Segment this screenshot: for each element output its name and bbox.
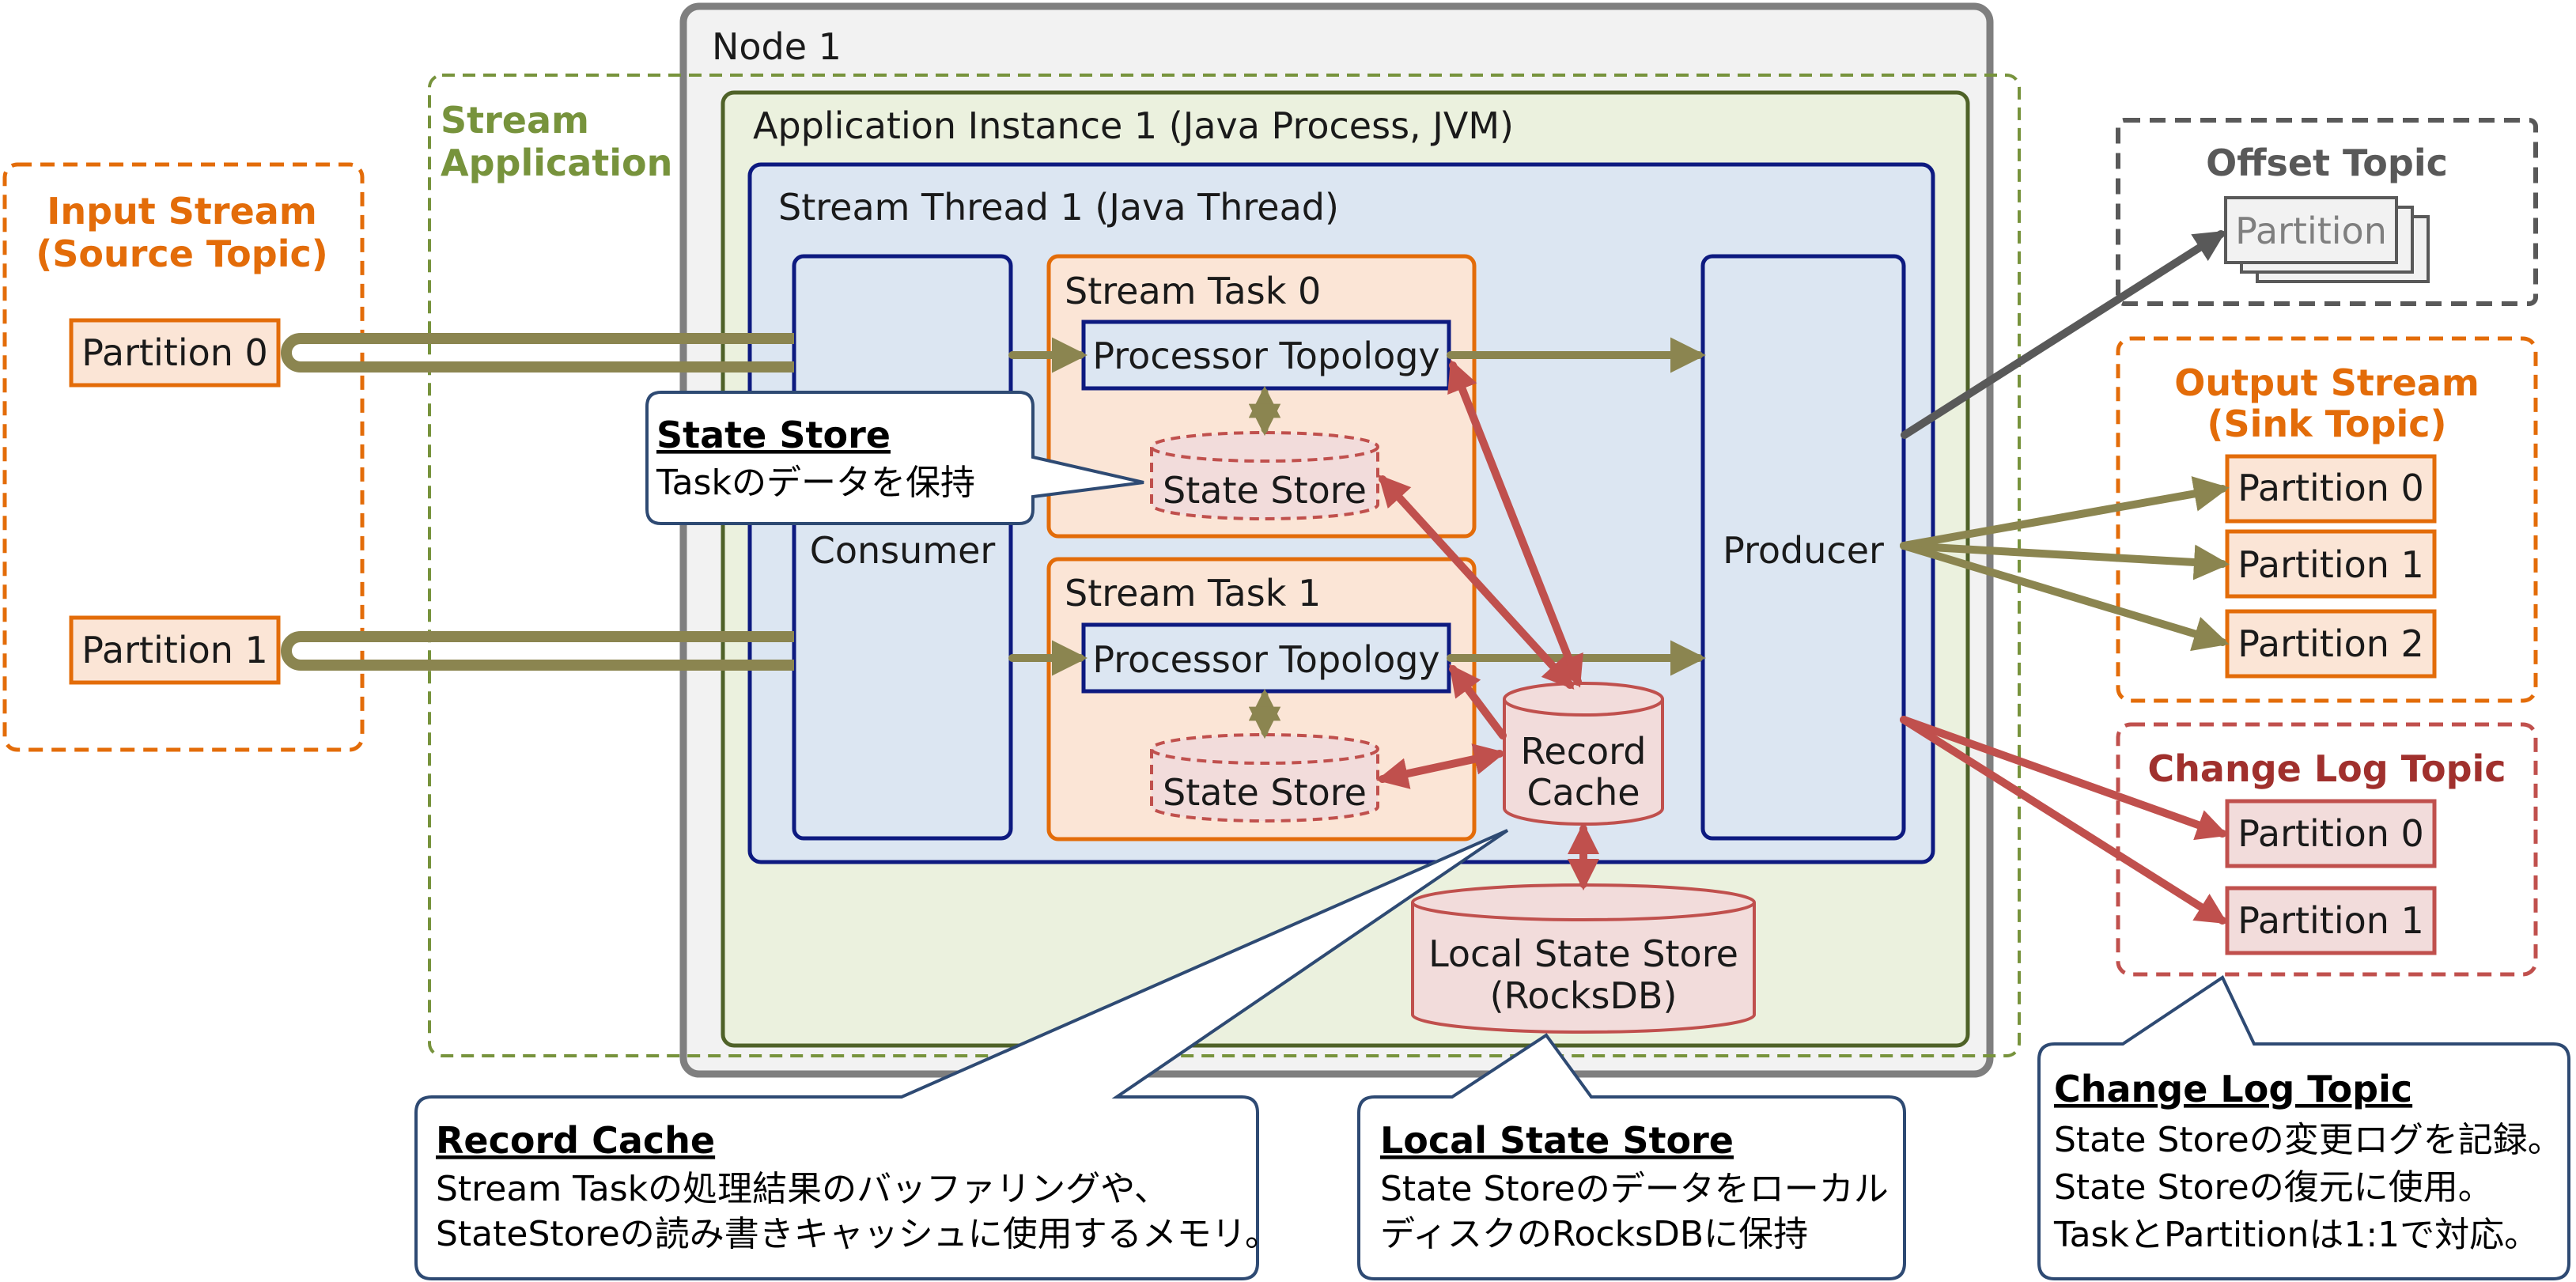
record-cache-label-1: Record	[1521, 730, 1647, 773]
input-stream-box	[2, 162, 365, 752]
state-store-1-cylinder: State Store	[1150, 733, 1379, 823]
state-store-callout-title: State Store	[656, 414, 891, 456]
producer-to-output-0-arrow	[1900, 476, 2230, 550]
changelog-callout-line-3: TaskとPartitionは1:1で対応。	[2053, 1215, 2539, 1255]
input-partition-0-connector	[281, 333, 794, 372]
changelog-partition-1	[2225, 886, 2437, 955]
local-state-store-label-1: Local State Store	[1428, 932, 1738, 975]
output-stream-title-1: Output Stream	[2174, 361, 2480, 404]
stream-application-label-2: Application	[441, 142, 672, 184]
producer-to-changelog-0-arrow	[1900, 716, 2229, 841]
offset-topic-box	[2116, 118, 2538, 306]
output-partition-0-label: Partition 0	[2237, 467, 2424, 509]
producer-label: Producer	[1723, 529, 1884, 572]
record-cache-callout-line-2: StateStoreの読み書きキャッシュに使用するメモリ。	[436, 1214, 1280, 1254]
changelog-callout-line-1: State Storeの変更ログを記録。	[2054, 1120, 2563, 1160]
output-partition-1-label: Partition 1	[2237, 543, 2424, 586]
output-partition-0	[2225, 454, 2437, 524]
offset-partition	[2224, 196, 2398, 264]
output-stream-title-2: (Sink Topic)	[2207, 403, 2446, 445]
state-store-1-label: State Store	[1163, 771, 1367, 814]
changelog-topic-title: Change Log Topic	[2147, 747, 2506, 790]
consumer-label: Consumer	[810, 529, 996, 572]
record-cache-callout-title: Record Cache	[436, 1119, 715, 1162]
offset-partition-label: Partition	[2235, 210, 2387, 252]
stream-thread-label: Stream Thread 1 (Java Thread)	[778, 186, 1339, 229]
stream-application-label-1: Stream	[441, 99, 589, 142]
record-cache-callout	[414, 829, 1509, 1280]
changelog-callout-title: Change Log Topic	[2054, 1068, 2412, 1110]
changelog-topic-box	[2116, 722, 2538, 977]
record-cache-cylinder: Record Cache	[1503, 682, 1664, 826]
state-store-0-label: State Store	[1163, 469, 1367, 512]
output-partition-2-label: Partition 2	[2237, 622, 2424, 665]
input-partition-1-connector	[281, 631, 794, 671]
input-partition-1	[69, 615, 281, 685]
local-state-store-callout-line-2: ディスクのRocksDBに保持	[1380, 1214, 1808, 1254]
producer-to-changelog-1-arrow	[1900, 716, 2228, 925]
stream-task-0-label: Stream Task 0	[1065, 270, 1321, 312]
local-state-store-label-2: (RocksDB)	[1490, 974, 1678, 1017]
output-stream-box	[2116, 336, 2538, 703]
processor-topology-0-label: Processor Topology	[1092, 335, 1439, 377]
state-store-1-record-cache-arrow	[1376, 743, 1506, 789]
offset-topic-title: Offset Topic	[2206, 142, 2448, 184]
producer-to-output-1-arrow	[1900, 542, 2230, 580]
processor-topology-1-label: Processor Topology	[1092, 638, 1439, 681]
record-cache-label-2: Cache	[1526, 771, 1640, 814]
local-state-store-callout	[1357, 1033, 1906, 1280]
local-state-store-callout-title: Local State Store	[1380, 1119, 1734, 1162]
input-partition-1-label: Partition 1	[81, 629, 268, 671]
input-partition-0	[69, 318, 281, 388]
state-store-callout-line-1: Taskのデータを保持	[656, 463, 975, 503]
input-partition-0-label: Partition 0	[81, 331, 268, 374]
producer-to-offset-arrow	[1901, 230, 2226, 439]
changelog-callout-line-2: State Storeの復元に使用。	[2054, 1167, 2493, 1208]
changelog-callout	[2037, 975, 2570, 1280]
local-state-store-callout-line-1: State Storeのデータをローカル	[1380, 1169, 1889, 1209]
stream-task-1-label: Stream Task 1	[1065, 572, 1321, 615]
local-state-store-cylinder: Local State Store (RocksDB)	[1411, 883, 1756, 1034]
changelog-partition-1-label: Partition 1	[2237, 899, 2424, 942]
node-label: Node 1	[712, 25, 842, 68]
input-stream-title-2: (Source Topic)	[36, 233, 328, 275]
stream-application-boundary	[428, 74, 2021, 1057]
record-cache-callout-line-1: Stream Taskの処理結果のバッファリングや、	[436, 1169, 1169, 1209]
application-instance-label: Application Instance 1 (Java Process, JV…	[753, 104, 1514, 147]
state-store-callout	[645, 391, 1144, 525]
output-partition-2	[2225, 609, 2437, 679]
state-store-0-cylinder: State Store	[1150, 431, 1379, 520]
producer-to-output-2-arrow	[1900, 542, 2230, 652]
input-stream-title-1: Input Stream	[47, 190, 317, 233]
topology-1-record-cache-arrow	[1449, 664, 1507, 739]
changelog-partition-0-label: Partition 0	[2237, 812, 2424, 855]
state-store-0-record-cache-arrow	[1378, 475, 1575, 690]
